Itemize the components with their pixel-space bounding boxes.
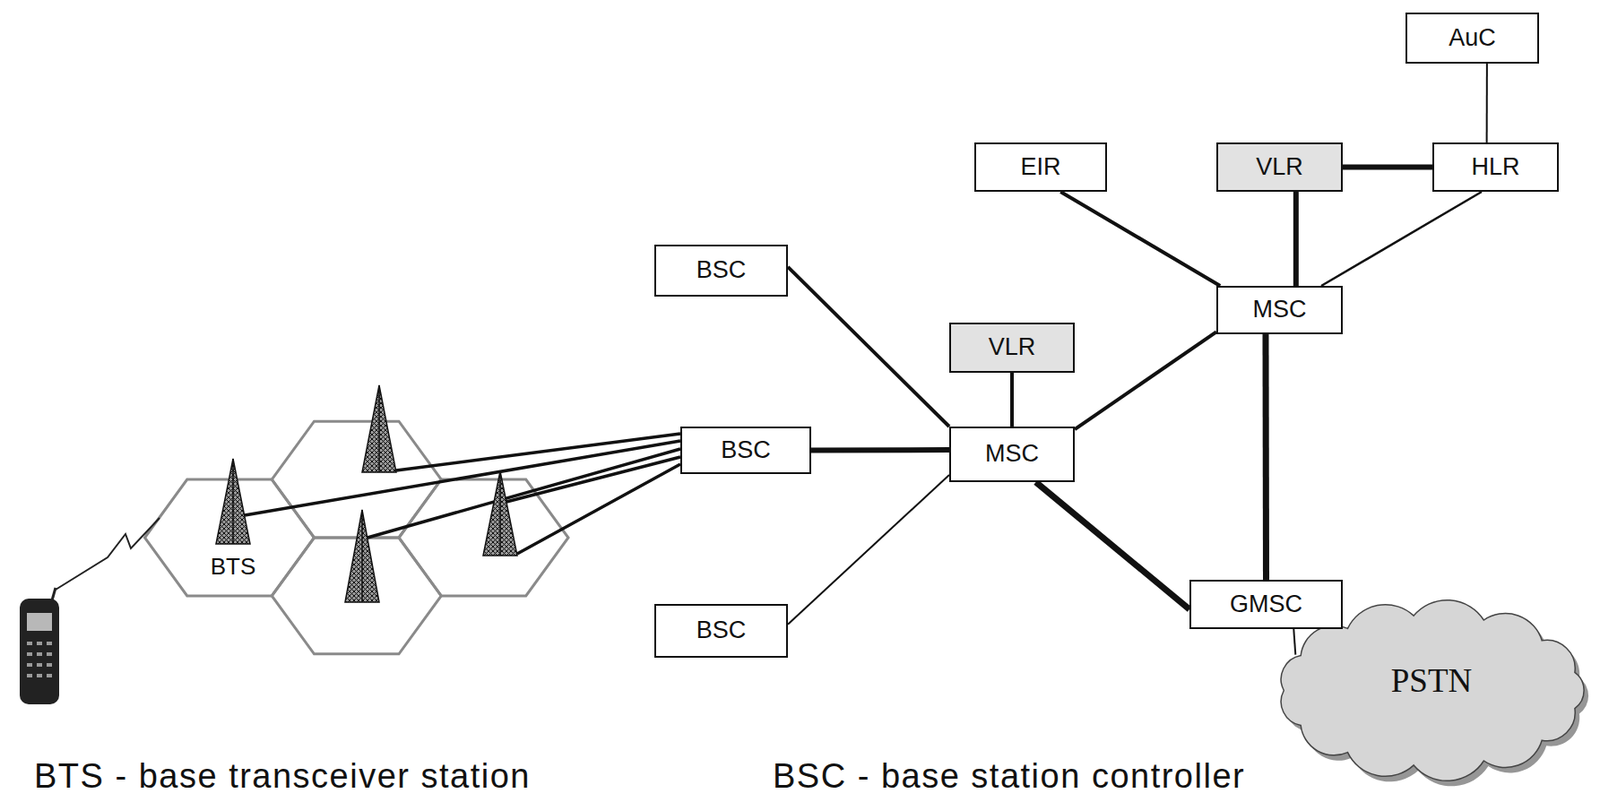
phone-body: [19, 598, 60, 705]
eir-box: EIR: [974, 142, 1108, 192]
node-label: VLR: [988, 333, 1037, 362]
bsc-box: BSC: [680, 426, 812, 475]
vlr-box: VLR: [1216, 142, 1343, 192]
node-label: HLR: [1470, 153, 1520, 182]
tower-symbol: [216, 458, 251, 545]
network-link: [1486, 63, 1488, 143]
network-link: [811, 447, 950, 453]
node-label: VLR: [1255, 153, 1304, 182]
node-label: BSC: [696, 256, 747, 285]
phone-screen: [26, 613, 52, 632]
network-link: [1010, 372, 1014, 427]
tower-symbol: [499, 471, 502, 556]
network-link: [1342, 164, 1433, 171]
node-label: MSC: [985, 440, 1039, 468]
network-link: [1036, 482, 1190, 610]
network-link: [1262, 334, 1270, 580]
network-link: [787, 267, 950, 427]
bts-links: [244, 433, 681, 554]
tower-symbol: [362, 385, 397, 473]
legend-note: BSC - base station controller: [772, 758, 1246, 796]
bsc-box: BSC: [654, 244, 788, 297]
legend-note: BTS - base transceiver station: [34, 758, 531, 796]
vlr-box: VLR: [949, 322, 1075, 373]
network-link: [1293, 191, 1299, 286]
bts-label: BTS: [210, 553, 257, 580]
msc-box: MSC: [949, 426, 1075, 483]
tower-symbol: [361, 510, 364, 603]
hlr-box: HLR: [1432, 142, 1559, 192]
cell-hexagon: [398, 479, 569, 597]
node-label: BSC: [720, 436, 771, 465]
msc-box: MSC: [1216, 285, 1343, 335]
phone-antenna: [51, 588, 56, 601]
cloud-outline: [1280, 600, 1584, 782]
node-label: PSTN: [1391, 662, 1472, 701]
auc-box: AuC: [1405, 12, 1540, 64]
mobile-phone: [19, 518, 160, 705]
bts-towers: [216, 385, 518, 603]
radio-link: [55, 518, 160, 590]
network-link: [787, 475, 950, 625]
bts-link: [517, 464, 681, 554]
node-label: MSC: [1253, 295, 1307, 324]
phone-keypad: [26, 641, 52, 678]
cell-hexagon: [271, 421, 442, 538]
tower-symbol: [483, 471, 518, 556]
network-link: [1074, 331, 1217, 430]
bts-link: [367, 449, 681, 538]
node-label: AuC: [1448, 24, 1497, 52]
tower-symbol: [345, 510, 380, 603]
network-link: [1060, 191, 1220, 286]
bts-link: [244, 441, 681, 516]
gmsc-box: GMSC: [1189, 579, 1343, 630]
node-label: EIR: [1020, 153, 1061, 182]
tower-symbol: [378, 385, 381, 473]
network-link: [1293, 629, 1296, 656]
node-label: GMSC: [1229, 590, 1303, 619]
bsc-box: BSC: [654, 604, 788, 658]
tower-symbol: [232, 458, 234, 545]
network-link: [1321, 191, 1482, 286]
node-label: BSC: [696, 616, 747, 645]
